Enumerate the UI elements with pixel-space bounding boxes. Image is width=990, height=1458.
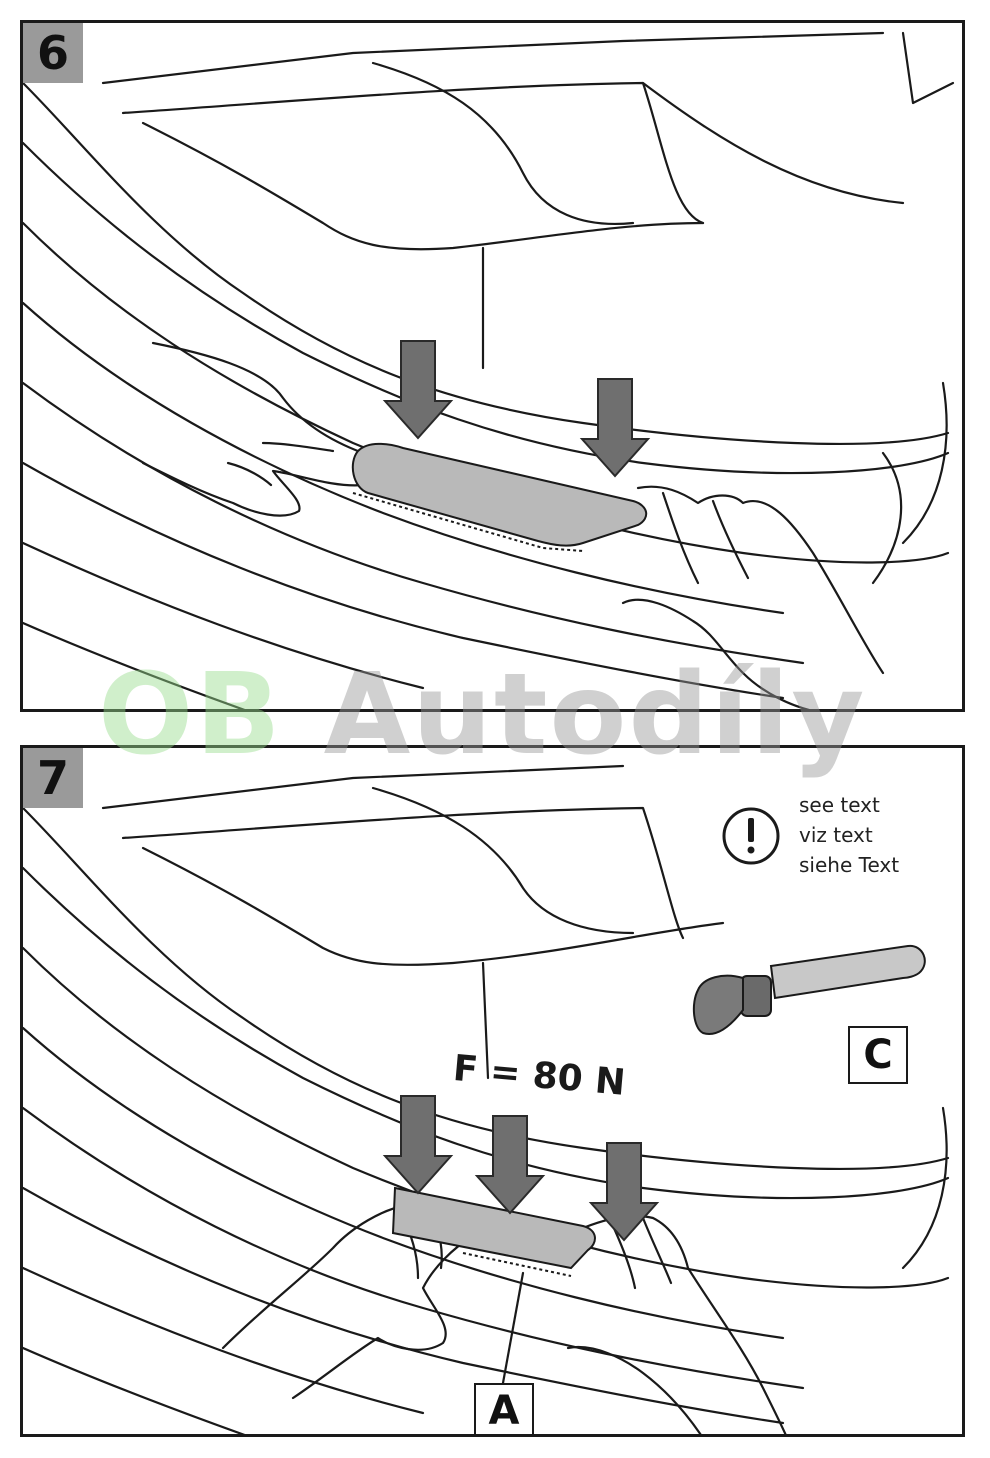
sill-plate bbox=[391, 1186, 596, 1277]
step-7-illustration bbox=[23, 764, 950, 1434]
part-label-a: A bbox=[474, 1383, 534, 1434]
exclamation-circle-icon bbox=[722, 807, 780, 865]
down-arrow-icon bbox=[474, 1115, 546, 1215]
step-6-panel: 6 bbox=[20, 20, 965, 712]
see-text-note: see text viz text siehe Text bbox=[721, 788, 951, 878]
down-arrow-icon bbox=[588, 1142, 660, 1242]
sill-plate bbox=[351, 442, 648, 552]
step-number-badge: 7 bbox=[23, 748, 83, 808]
note-line-de: siehe Text bbox=[799, 853, 900, 877]
note-line-cz: viz text bbox=[799, 823, 873, 847]
roller-tool-icon bbox=[692, 944, 926, 1035]
step-7-panel: 7 bbox=[20, 745, 965, 1437]
down-arrow-icon bbox=[382, 1095, 454, 1195]
step-6-illustration bbox=[23, 31, 955, 709]
tool-label-c: C bbox=[848, 1026, 908, 1084]
down-arrow-icon bbox=[382, 340, 454, 440]
note-line-en: see text bbox=[799, 793, 880, 817]
step-number-badge: 6 bbox=[23, 23, 83, 83]
down-arrow-icon bbox=[579, 378, 651, 478]
